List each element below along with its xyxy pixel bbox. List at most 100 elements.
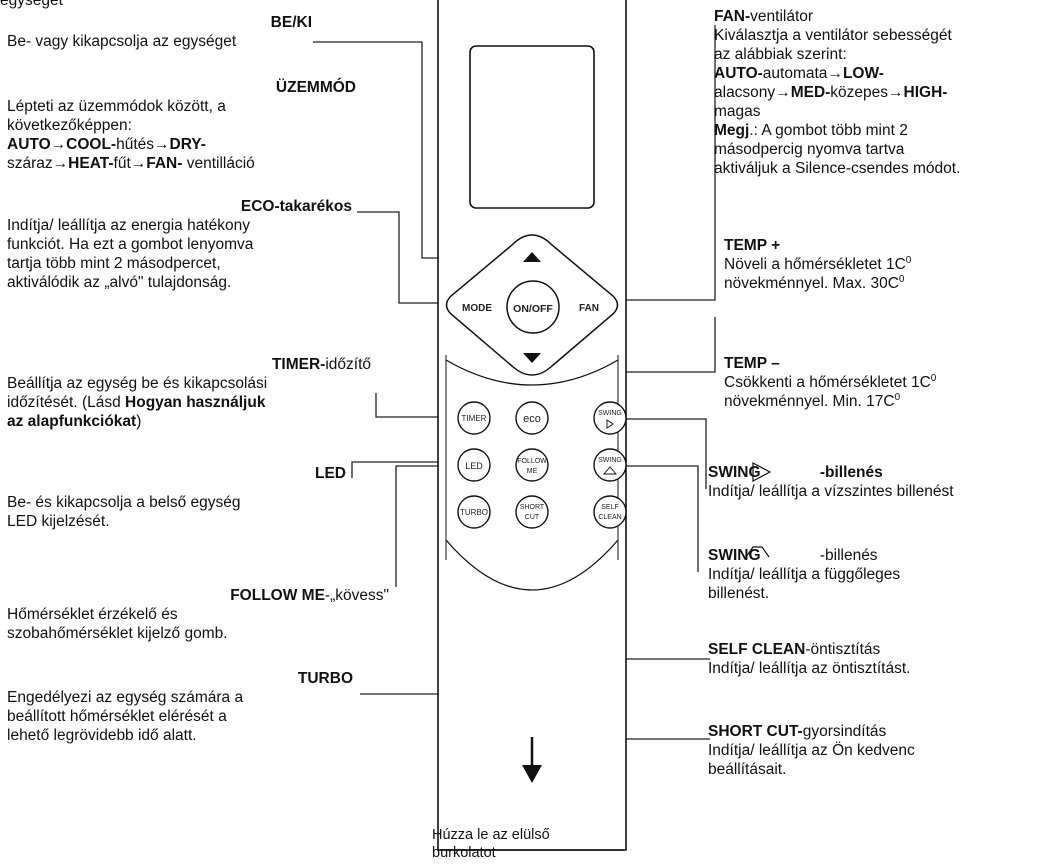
eco-desc-4: aktiválódik az „alvó" tulajdonság. (7, 274, 232, 291)
onoff-button-label: ON/OFF (513, 303, 553, 315)
mode-title: ÜZEMMÓD (275, 79, 356, 96)
eco-desc-3: tartja több mint 2 másodpercet, (7, 255, 221, 272)
fan-sequence-3: magas (714, 103, 761, 120)
eco-desc-1: Indítja/ leállítja az energia hatékony (7, 217, 250, 234)
follow-me-button-label-2: ME (527, 468, 538, 475)
beki-annotation: BE/KI Be- vagy kikapcsolja az egységet (7, 13, 312, 51)
short-cut-title: SHORT CUT- (708, 723, 803, 740)
pull-cover-line-2: burkolatot (432, 845, 496, 861)
temp-down-arrow-icon[interactable] (523, 353, 541, 363)
swing-horizontal-button[interactable] (593, 401, 627, 435)
eco-title: ECO-takarékos (240, 198, 352, 215)
turbo-desc-2: beállított hőmérséklet elérését a (7, 708, 227, 725)
timer-desc-2: időzítését. (Lásd Hogyan használjuk (7, 394, 266, 411)
follow-me-desc-2: szobahőmérséklet kijelző gomb. (7, 625, 228, 642)
mode-sequence-2: száraz→HEAT-fűt→FAN- ventilláció (7, 155, 255, 172)
fan-desc-2: az alábbiak szerint: (714, 46, 847, 63)
timer-desc-3: az alapfunkciókat) (7, 413, 142, 430)
beki-desc: Be- vagy kikapcsolja az egységet (7, 33, 237, 50)
line-swing-h (620, 418, 707, 489)
swing-horizontal-desc: Indítja/ leállítja a vízszintes billenés… (708, 483, 954, 500)
eco-annotation: ECO-takarékos Indítja/ leállítja az ener… (7, 197, 352, 292)
arrow-down-icon (522, 737, 542, 783)
swing-vertical-small-icon (603, 466, 617, 475)
swing-horizontal-button-label: SWING (598, 410, 622, 417)
follow-me-title: FOLLOW ME (230, 587, 325, 604)
fan-sequence-2: alacsony→MED-közepes→HIGH- (714, 84, 948, 101)
led-desc-2: LED kijelzését. (7, 513, 110, 530)
led-button[interactable] (457, 448, 491, 482)
timer-button[interactable] (457, 401, 491, 435)
temp-up-arrow-icon[interactable] (523, 252, 541, 262)
timer-title: TIMER- (271, 356, 326, 373)
short-cut-button-label-2: CUT (525, 514, 540, 521)
follow-me-desc-1: Hőmérséklet érzékelő és (7, 606, 178, 623)
fan-note-1: Megj.: A gombot több mint 2 (714, 122, 908, 139)
self-clean-title: SELF CLEAN (708, 641, 806, 658)
line-swing-v (620, 465, 699, 572)
self-clean-button-label-2: CLEAN (598, 514, 621, 521)
timer-desc-1: Beállítja az egység be és kikapcsolási (7, 375, 268, 392)
led-desc-1: Be- és kikapcsolja a belső egység (7, 494, 241, 511)
fan-note-3: aktiváljuk a Silence-csendes módot. (714, 160, 961, 177)
swing-vertical-desc-1: Indítja/ leállítja a függőleges (708, 566, 901, 583)
temp-minus-desc-1: Csökkenti a hőmérsékletet 1C0 (724, 372, 937, 391)
turbo-button-label: TURBO (460, 508, 488, 517)
follow-me-annotation: FOLLOW ME-„kövess" Hőmérséklet érzékelő … (7, 587, 389, 642)
short-cut-desc-1: Indítja/ leállítja az Ön kedvenc (708, 742, 915, 759)
swing-vertical-button[interactable] (593, 448, 627, 482)
temp-plus-annotation: TEMP + Növeli a hőmérsékletet 1C0 növekm… (724, 236, 911, 293)
button-grid: TIMER eco SWING LED FOLLOW ME SWING TURB… (457, 401, 627, 529)
led-annotation: LED Be- és kikapcsolja a belső egység LE… (7, 464, 346, 531)
turbo-title: TURBO (297, 670, 353, 687)
line-fan (588, 25, 716, 301)
swing-horizontal-title: SWING (708, 464, 761, 481)
turbo-desc-1: Engedélyezi az egység számára a (7, 689, 244, 706)
turbo-annotation: TURBO Engedélyezi az egység számára a be… (7, 669, 353, 745)
swing-vertical-title: SWING (708, 547, 761, 564)
swing-vertical-desc-2: billenést. (708, 585, 770, 602)
mode-sequence-1: AUTO→COOL-hűtés→DRY- (7, 136, 206, 153)
temp-minus-annotation: TEMP – Csökkenti a hőmérsékletet 1C0 növ… (724, 354, 936, 411)
mode-button-label[interactable]: MODE (462, 303, 492, 314)
temp-minus-desc-2: növekménnyel. Min. 17C0 (724, 391, 901, 410)
eco-desc-2: funkciót. Ha ezt a gombot lenyomva (7, 236, 254, 253)
temp-minus-title: TEMP – (724, 355, 780, 372)
lcd-screen (469, 45, 595, 209)
temp-plus-title: TEMP + (724, 237, 781, 254)
fan-sequence-1: AUTO-automata→LOW- (714, 65, 884, 82)
self-clean-annotation: SELF CLEAN-öntisztítás Indítja/ leállítj… (708, 641, 911, 677)
fan-note-2: másodpercig nyomva tartva (714, 141, 905, 158)
fan-desc-1: Kiválasztja a ventilátor sebességét (714, 27, 952, 44)
eco-button[interactable] (515, 401, 549, 435)
mode-desc-1: Lépteti az üzemmódok között, a (7, 98, 226, 115)
led-title: LED (315, 465, 346, 482)
turbo-button[interactable] (457, 495, 491, 529)
timer-annotation: TIMER-időzítő Beállítja az egység be és … (7, 356, 371, 430)
swing-horizontal-icon (752, 462, 772, 482)
line-led (351, 461, 467, 478)
follow-me-button-label-1: FOLLOW (517, 458, 547, 465)
fan-annotation: FAN-ventilátor Kiválasztja a ventilátor … (714, 8, 961, 177)
self-clean-button-label-1: SELF (601, 504, 619, 511)
swing-vertical-button-label: SWING (598, 457, 622, 464)
onoff-button[interactable] (506, 280, 560, 334)
short-cut-desc-2: beállításait. (708, 761, 787, 778)
turbo-desc-3: lehető legrövidebb idő alatt. (7, 727, 197, 744)
top-fragment-text: egységet (0, 0, 63, 9)
short-cut-annotation: SHORT CUT-gyorsindítás Indítja/ leállítj… (708, 723, 915, 778)
temp-plus-desc-2: növekménnyel. Max. 30C0 (724, 273, 905, 292)
fan-title: FAN- (714, 8, 751, 25)
swing-horizontal-annotation: SWING -billenés Indítja/ leállítja a víz… (708, 464, 954, 500)
self-clean-desc: Indítja/ leállítja az öntisztítást. (708, 660, 911, 677)
short-cut-button[interactable] (515, 495, 549, 529)
self-clean-button[interactable] (593, 495, 627, 529)
follow-me-button[interactable] (515, 448, 549, 482)
timer-button-label: TIMER (462, 414, 487, 423)
swing-vertical-icon (745, 546, 770, 558)
line-selfclean (616, 522, 710, 660)
line-timer (375, 393, 465, 418)
fan-button-label[interactable]: FAN (579, 303, 599, 314)
led-button-label: LED (465, 461, 483, 471)
